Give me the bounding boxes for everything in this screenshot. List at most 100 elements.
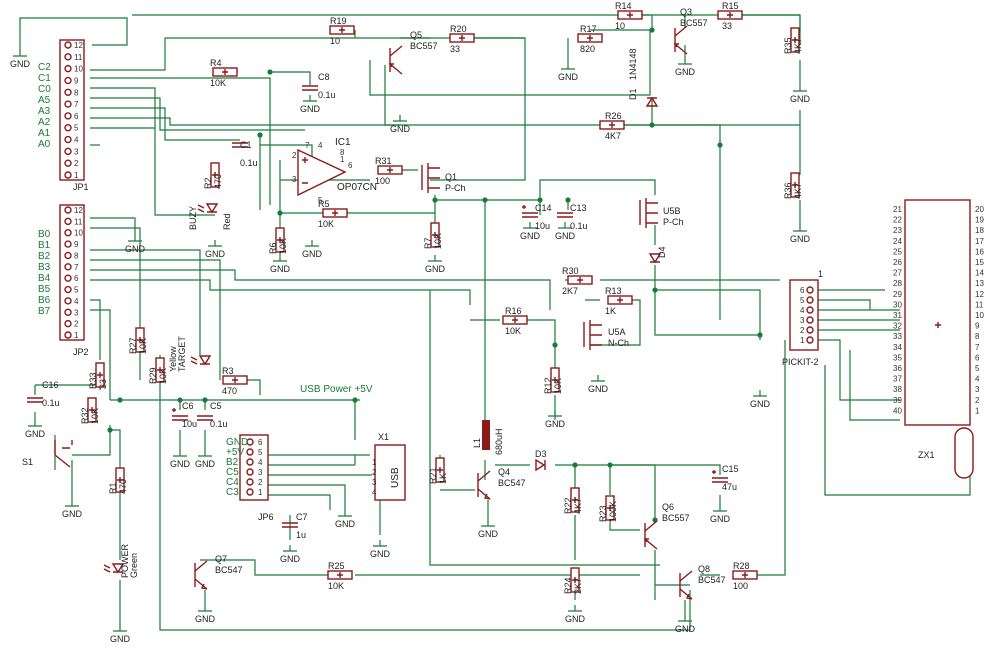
capacitor-c13	[557, 212, 573, 218]
zif-socket-zx1	[904, 199, 974, 479]
resistor-value: 820	[580, 44, 595, 54]
pin-number: 5	[258, 448, 263, 457]
junction-dot	[177, 397, 183, 403]
ground-symbol	[65, 500, 79, 507]
signal-label: B1	[38, 240, 51, 251]
pin-number: 31	[893, 311, 902, 320]
transistor-type: BC557	[410, 41, 438, 51]
transistor-type: BC557	[662, 513, 690, 523]
resistor-value: 1K	[438, 473, 448, 484]
wire	[90, 249, 201, 355]
resistor-value: 100	[375, 176, 390, 186]
junction-dot	[537, 197, 543, 203]
resistor-r17	[577, 33, 603, 43]
pin-number: 35	[893, 353, 902, 362]
pin-number: 40	[893, 406, 902, 415]
pin-number: 7	[975, 343, 980, 352]
ground-label: GND	[750, 399, 771, 409]
resistor-value: 10K	[505, 326, 521, 336]
pin-number: 28	[893, 279, 902, 288]
junction-dot	[649, 122, 655, 128]
pin-number: 23	[893, 226, 902, 235]
pin-number: 37	[893, 375, 902, 384]
capacitor-value: 0.1u	[570, 221, 588, 231]
pin-number: 5	[975, 364, 980, 373]
ground-label: GND	[125, 244, 146, 254]
junction-dot	[482, 197, 488, 203]
junction-dot	[352, 397, 358, 403]
signal-label: B0	[38, 229, 51, 240]
ground-symbol	[523, 222, 537, 229]
resistor-r29	[155, 357, 165, 383]
resistor-r19	[329, 25, 355, 35]
ground-symbol	[558, 222, 572, 229]
mosfet-q1	[421, 163, 440, 193]
pin-number: 29	[893, 290, 902, 299]
pin-number: 2	[74, 320, 79, 329]
pin-number: 27	[893, 269, 902, 278]
ground-label: GND	[675, 67, 696, 77]
ic-type: OP07CN	[337, 182, 377, 193]
pin-number: 20	[975, 205, 984, 214]
transistor-ref: Q5	[410, 30, 422, 40]
diode-ref: D4	[657, 246, 667, 258]
junction-dot	[552, 342, 558, 348]
resistor-r35	[790, 27, 800, 53]
ground-label: GND	[545, 419, 566, 429]
wire	[280, 212, 436, 240]
resistor-r7	[430, 222, 440, 248]
signal-label: B2	[226, 457, 239, 468]
signal-label: C5	[226, 467, 239, 478]
pin-number: 13	[975, 279, 984, 288]
signal-label: C4	[226, 477, 239, 488]
pin-number: 7	[74, 100, 79, 109]
socket-ref: ZX1	[918, 450, 935, 460]
resistor-ref: R1	[108, 482, 118, 494]
pin-number: 9	[975, 322, 980, 331]
pin-number: 10	[74, 229, 83, 238]
transistor-ref: Q4	[498, 467, 510, 477]
resistor-r13	[607, 295, 633, 305]
capacitor-ref: C5	[210, 401, 222, 411]
pin-number: 12	[74, 206, 83, 215]
opamp-ic1	[297, 148, 347, 197]
resistor-value: 4K7	[793, 38, 803, 54]
junction-dot	[572, 462, 578, 468]
signal-label: +5V	[226, 447, 244, 458]
resistor-value: 4K7	[793, 183, 803, 199]
pin-number: 8	[74, 88, 79, 97]
ground-label: GND	[300, 104, 321, 114]
ground-symbol	[373, 540, 387, 547]
wire	[90, 217, 136, 235]
capacitor-ref: C1	[240, 140, 252, 150]
transistor-ref: Q1	[445, 172, 457, 182]
transistor-ref: U5A	[608, 327, 626, 337]
ground-label: GND	[62, 509, 83, 519]
ground-symbol	[28, 420, 42, 427]
wire	[90, 279, 471, 305]
resistor-r24	[570, 567, 580, 593]
switch-ref: S1	[22, 457, 33, 467]
ground-symbol	[713, 505, 727, 512]
pin-number: 9	[74, 76, 79, 85]
transistor-type: BC557	[680, 18, 708, 28]
pin-number: 11	[74, 217, 83, 226]
pin-number: 1	[74, 171, 79, 180]
net-label: USB Power +5V	[300, 384, 373, 395]
ground-symbol	[591, 375, 605, 382]
resistor-value: 100K	[608, 501, 618, 522]
signal-label: C0	[38, 84, 51, 95]
resistor-r14	[617, 10, 643, 20]
pushbutton-s1	[54, 440, 73, 468]
pin-number: 6	[258, 438, 263, 447]
wire	[72, 429, 121, 470]
pin-number: 1	[340, 155, 345, 164]
capacitor-ref: C14	[535, 203, 552, 213]
resistor-value: 2K7	[562, 286, 578, 296]
connector-ref: PICKIT-2	[782, 357, 819, 367]
resistor-value: 33	[722, 21, 732, 31]
ground-label: GND	[195, 459, 216, 469]
mosfet-u5b	[639, 198, 658, 228]
wire	[34, 384, 100, 420]
ground-symbol	[303, 95, 317, 102]
